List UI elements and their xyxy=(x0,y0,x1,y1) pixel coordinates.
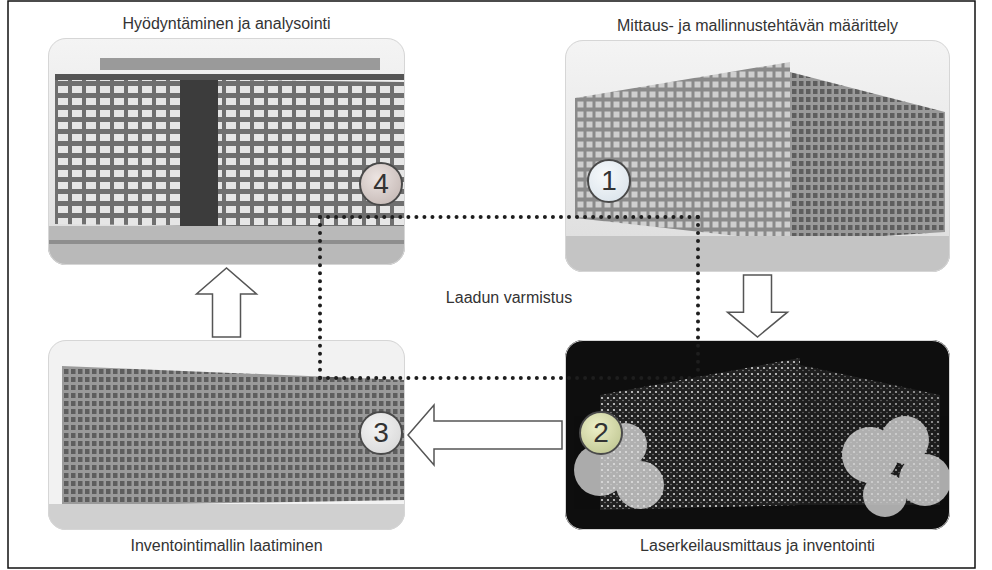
step-number-circle: 1 xyxy=(587,159,631,203)
quality-frame: Laadun varmistus xyxy=(318,215,700,380)
step-caption: Mittaus- ja mallinnustehtävän määrittely xyxy=(617,17,898,35)
step-number-circle: 3 xyxy=(359,411,403,455)
step-caption: Laserkeilausmittaus ja inventointi xyxy=(640,537,875,555)
step-panel: Mittaus- ja mallinnustehtävän määrittely… xyxy=(565,40,950,272)
step-caption: Inventointimallin laatiminen xyxy=(130,537,322,555)
step-number: 2 xyxy=(593,419,609,447)
step-number: 3 xyxy=(373,419,389,447)
block-arrow xyxy=(197,268,257,337)
step-panel: Hyödyntäminen ja analysointi4 xyxy=(48,38,405,265)
step-panel: Inventointimallin laatiminen3 xyxy=(48,340,405,530)
step-caption: Hyödyntäminen ja analysointi xyxy=(122,15,330,33)
step-number: 1 xyxy=(601,167,617,195)
step-number-circle: 2 xyxy=(579,411,623,455)
block-arrow xyxy=(728,275,788,337)
frame-label: Laadun varmistus xyxy=(438,285,580,311)
step-number: 4 xyxy=(373,170,389,198)
block-arrow xyxy=(408,405,562,465)
step-panel: Laserkeilausmittaus ja inventointi2 xyxy=(565,340,950,530)
step-number-circle: 4 xyxy=(359,162,403,206)
